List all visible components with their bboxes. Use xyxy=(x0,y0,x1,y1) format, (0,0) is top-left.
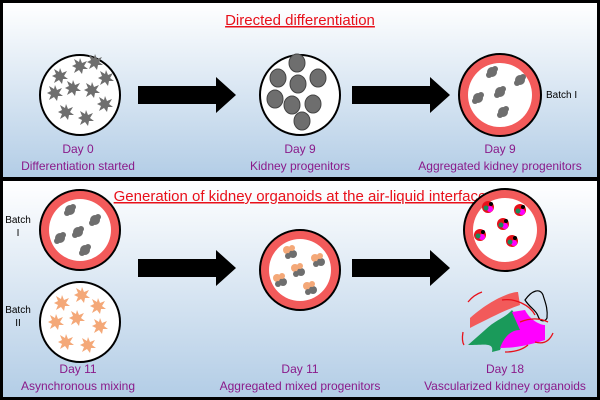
stage-caption: Vascularized kidney organoids xyxy=(424,379,586,393)
stage-caption: Aggregated kidney progenitors xyxy=(418,159,581,173)
stage-day: Day 18 xyxy=(486,362,524,376)
vascularized-organoid-illustration xyxy=(461,290,554,353)
day9-dish xyxy=(259,53,341,136)
batch2-label: Batch xyxy=(5,305,31,316)
stage-caption: Asynchronous mixing xyxy=(21,379,135,393)
stage-day: Day 11 xyxy=(59,362,96,376)
batch1-label: I xyxy=(17,228,20,239)
batch1-label: Batch xyxy=(5,215,31,226)
batch2-dish xyxy=(39,281,121,363)
aggregated-dish xyxy=(458,53,542,137)
bottom-title: Generation of kidney organoids at the ai… xyxy=(114,188,487,205)
day0-dish xyxy=(39,54,121,136)
stage-day: Day 11 xyxy=(281,362,318,376)
batch-label: Batch I xyxy=(546,90,577,101)
batch1-dish xyxy=(39,189,121,271)
stage-day: Day 9 xyxy=(484,142,516,156)
stage-day: Day 0 xyxy=(62,142,94,156)
top-title: Directed differentiation xyxy=(225,12,375,29)
stage-day: Day 9 xyxy=(284,142,316,156)
mixed-dish xyxy=(259,229,341,311)
stage-caption: Differentiation started xyxy=(21,159,135,173)
batch2-label: II xyxy=(15,318,21,329)
organoid-dish xyxy=(463,188,547,272)
stage-caption: Aggregated mixed progenitors xyxy=(220,379,381,393)
stage-caption: Kidney progenitors xyxy=(250,159,350,173)
